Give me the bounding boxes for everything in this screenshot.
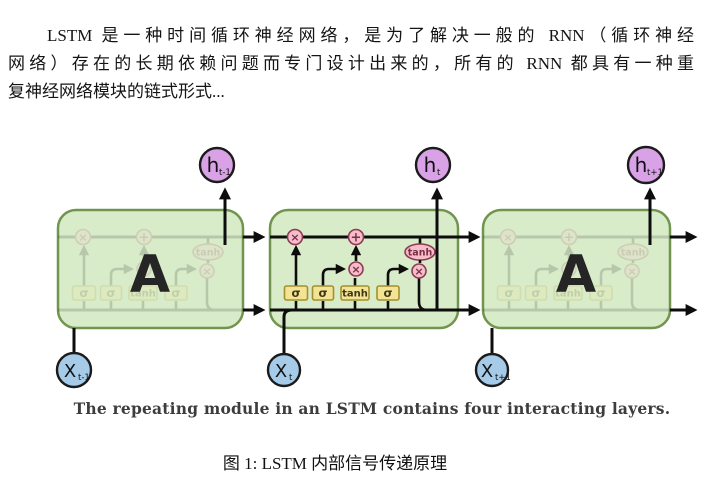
- x-prev-label: X: [64, 361, 76, 382]
- lstm-figure: tanh × + × × σ σ tanh σ A A: [0, 145, 726, 390]
- h-next-node: [626, 145, 666, 185]
- x-curr-stem: [282, 308, 293, 353]
- multiply-op: [286, 228, 304, 246]
- body-paragraph: LSTM 是一种时间循环神经网络，是为了解决一般的 RNN（循环神经 网络）存在…: [8, 22, 694, 106]
- output-curve: [417, 278, 428, 312]
- output-gate-label: σ: [384, 286, 393, 300]
- candidate-gate: [340, 285, 370, 301]
- paragraph-line: 网络）存在的长期依赖问题而专门设计出来的，所有的 RNN 都具有一种重: [8, 54, 694, 73]
- multiply-label: ×: [351, 263, 360, 276]
- output-arrow: [386, 263, 410, 286]
- h-prev-node: [198, 146, 236, 184]
- x-next-label: X: [481, 361, 493, 382]
- forget-gate: [283, 285, 309, 301]
- h-curr-subscript: t: [437, 168, 441, 178]
- tanh-oval-label: tanh: [408, 248, 433, 259]
- input-arrow: [321, 263, 347, 286]
- h-curr-label: h: [424, 153, 437, 177]
- output-gate: [376, 285, 400, 301]
- x-curr-label: X: [275, 361, 287, 382]
- input-gate: [311, 285, 335, 301]
- paragraph-line: LSTM 是一种时间循环神经网络，是为了解决一般的 RNN（循环神经: [47, 26, 694, 45]
- forget-gate-label: σ: [292, 286, 301, 300]
- h-prev-subscript: t-1: [219, 168, 231, 178]
- figure-number-label: 图 1: LSTM 内部信号传递原理: [222, 454, 448, 473]
- x-curr-subscript: t: [289, 373, 293, 383]
- h-curr-node: [414, 146, 452, 184]
- multiply-label: ×: [414, 265, 423, 278]
- x-curr-node: [266, 352, 302, 388]
- x-next-node: [474, 352, 510, 388]
- cell-internals: tanh × + × × σ σ tanh σ: [270, 228, 458, 312]
- x-next-subscript: t+1: [495, 373, 511, 383]
- input-gate-label: σ: [319, 286, 328, 300]
- x-prev-subscript: t-1: [78, 373, 90, 383]
- candidate-gate-label: tanh: [342, 289, 368, 300]
- add-op: [347, 228, 365, 246]
- add-label: +: [351, 231, 362, 246]
- x-prev-node: [55, 351, 93, 389]
- lstm-diagram: tanh × + × × σ σ tanh σ A A: [55, 145, 698, 389]
- h-next-subscript: t+1: [647, 168, 663, 178]
- figure-image-caption: The repeating module in an LSTM contains…: [73, 399, 671, 418]
- multiply-label: ×: [290, 231, 299, 244]
- h-prev-label: h: [207, 153, 220, 177]
- multiply-op-candidate: [348, 261, 364, 277]
- multiply-op-output: [411, 263, 427, 279]
- paragraph-line: 复神经网络模块的链式形式...: [8, 82, 225, 101]
- cell-label-prev: A: [130, 245, 170, 305]
- h-next-label: h: [635, 153, 648, 177]
- cell-label-next: A: [556, 245, 596, 305]
